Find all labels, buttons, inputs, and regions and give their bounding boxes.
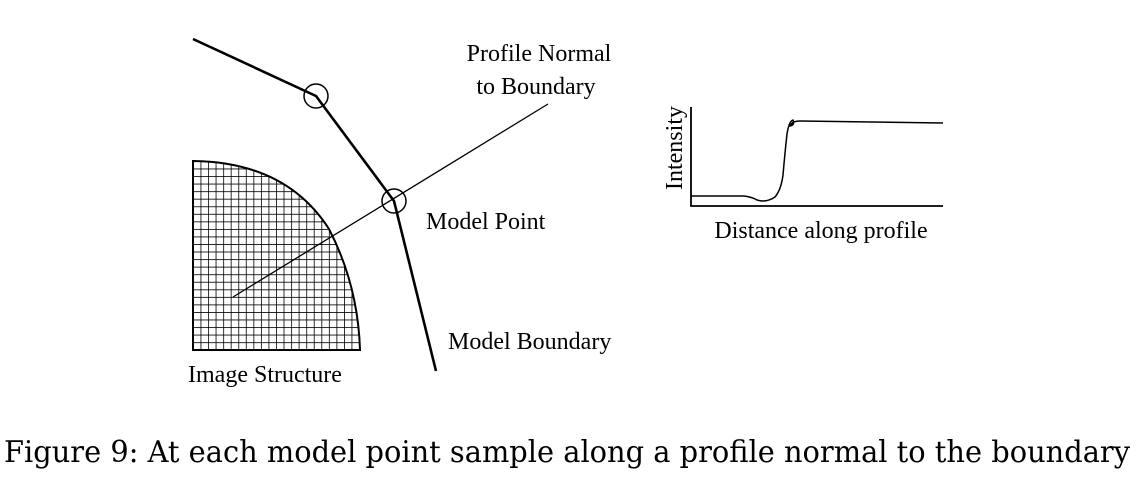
chart-y-axis-label: Intensity <box>662 106 688 190</box>
model-boundary-label: Model Boundary <box>448 329 611 355</box>
chart-axes <box>690 107 943 207</box>
intensity-profile-chart: Distance along profile Intensity <box>662 106 944 244</box>
model-point-marker <box>381 188 407 214</box>
profile-normal-label-line1: Profile Normal <box>467 41 612 67</box>
model-boundary-line <box>192 37 438 372</box>
chart-x-axis-label: Distance along profile <box>714 218 927 244</box>
profile-normal-line <box>232 103 549 298</box>
model-point-marker-upper <box>303 83 329 109</box>
image-structure-region <box>192 159 362 351</box>
profile-normal-label-line2: to Boundary <box>476 74 595 100</box>
figure-caption: Figure 9: At each model point sample alo… <box>4 435 1130 470</box>
intensity-profile-curve <box>691 119 944 202</box>
model-point-label: Model Point <box>426 209 546 235</box>
image-structure-label: Image Structure <box>188 362 342 388</box>
